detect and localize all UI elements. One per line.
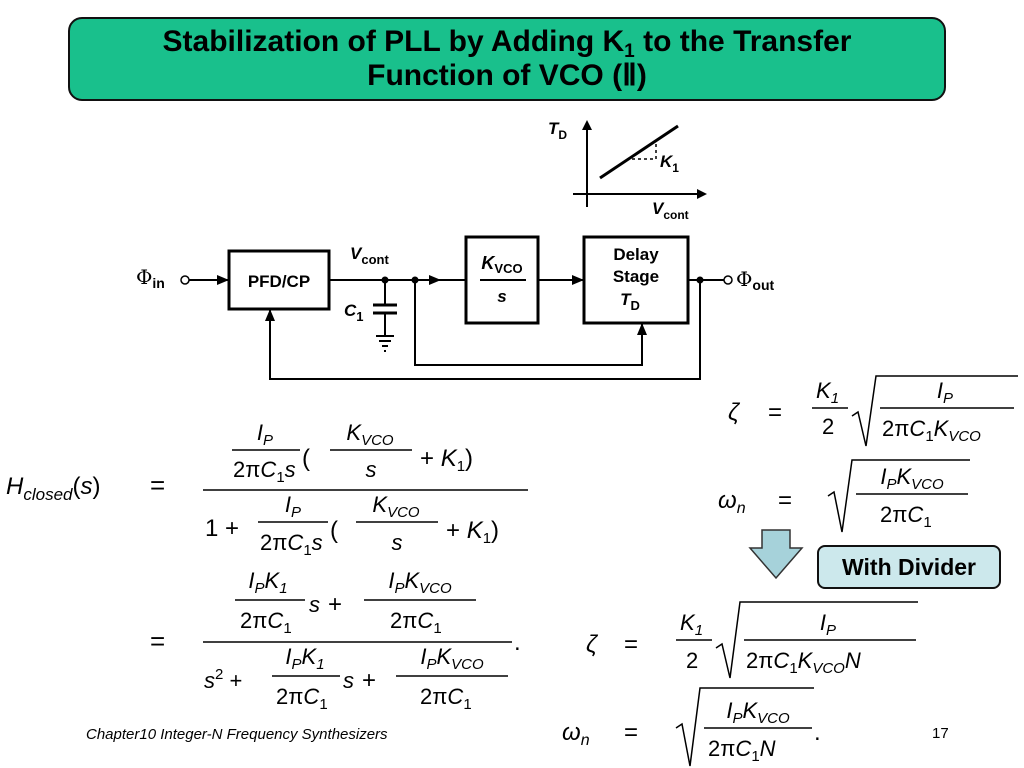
graph-slope-triangle xyxy=(632,141,657,160)
svg-text:IPKVCO: IPKVCO xyxy=(726,698,790,727)
svg-text:2πC1: 2πC1 xyxy=(276,684,328,713)
td-vs-vcont-graph: TD K1 Vcont xyxy=(548,119,707,222)
svg-text:s: s xyxy=(366,457,377,482)
graph-y-label: TD xyxy=(548,119,567,142)
svg-text:IPKVCO: IPKVCO xyxy=(388,568,452,597)
closed-loop-transfer-function: Hclosed(s) = IP 2πC1s ( KVCO s + K1) 1 +… xyxy=(6,420,528,713)
vcont-to-delay-path xyxy=(414,280,647,366)
output-phase-label: Φout xyxy=(736,267,775,293)
svg-text:IPKVCO: IPKVCO xyxy=(880,464,944,493)
svg-text:ζ: ζ xyxy=(728,399,741,426)
svg-text:=: = xyxy=(768,399,782,426)
delay-stage-line2: Stage xyxy=(613,267,659,286)
graph-slope-label: K1 xyxy=(660,152,679,175)
damping-natural-freq-equations: ζ = K1 2 IP 2πC1KVCO ωn = IPKVCO 2πC1 xyxy=(718,375,1018,533)
svg-text:K1: K1 xyxy=(680,610,703,639)
vco-denominator: s xyxy=(497,287,506,306)
svg-text:IP: IP xyxy=(937,378,953,407)
svg-text:2πC1: 2πC1 xyxy=(390,608,442,637)
svg-text:=: = xyxy=(778,487,792,514)
output-node xyxy=(723,275,733,285)
pfd-cp-label: PFD/CP xyxy=(248,272,310,291)
svg-text:2: 2 xyxy=(822,414,834,439)
svg-text:2πC1N: 2πC1N xyxy=(708,736,776,765)
svg-text:(: ( xyxy=(302,445,310,472)
input-phase-label: Φin xyxy=(136,265,165,291)
capacitor-label: C1 xyxy=(344,301,364,324)
svg-text:ωn: ωn xyxy=(718,487,746,517)
title-banner: Stabilization of PLL by Adding K1 to the… xyxy=(68,17,946,101)
feedback-path xyxy=(265,280,701,380)
svg-text:IP: IP xyxy=(820,610,836,639)
svg-text:2πC1KVCO: 2πC1KVCO xyxy=(882,416,981,445)
svg-text:2πC1: 2πC1 xyxy=(880,502,932,531)
with-divider-badge: With Divider xyxy=(817,545,1001,589)
svg-text:Hclosed(s): Hclosed(s) xyxy=(6,473,100,504)
svg-text:=: = xyxy=(624,631,638,658)
svg-text:2πC1KVCON: 2πC1KVCON xyxy=(746,648,861,677)
title-line-2: Function of VCO (Ⅱ) xyxy=(367,59,647,92)
svg-text:s: s xyxy=(343,668,354,693)
svg-text:IPK1: IPK1 xyxy=(285,644,324,673)
title-line-1: Stabilization of PLL by Adding K1 to the… xyxy=(162,25,852,62)
svg-text:ωn: ωn xyxy=(562,719,590,749)
delay-stage-line3: TD xyxy=(620,290,640,313)
svg-text:2πC1: 2πC1 xyxy=(240,608,292,637)
pll-block-diagram: Φin PFD/CP Vcont C1 KVCO s Delay Stage T… xyxy=(136,235,775,380)
svg-text:+: + xyxy=(362,667,376,694)
page-number: 17 xyxy=(932,725,949,742)
svg-text:IPK1: IPK1 xyxy=(248,568,287,597)
svg-text:=: = xyxy=(150,470,165,500)
svg-text:2: 2 xyxy=(686,648,698,673)
svg-text:s: s xyxy=(309,592,320,617)
svg-text:(: ( xyxy=(330,517,338,544)
svg-text:IP: IP xyxy=(285,492,301,521)
delay-stage-line1: Delay xyxy=(613,245,659,264)
vco-numerator: KVCO xyxy=(481,253,522,276)
input-node xyxy=(180,275,190,285)
svg-text:KVCO: KVCO xyxy=(372,492,420,521)
chapter-footer: Chapter10 Integer-N Frequency Synthesize… xyxy=(86,726,388,743)
svg-text:K1: K1 xyxy=(816,378,839,407)
svg-text:+ K1): + K1) xyxy=(446,517,499,547)
svg-text:2πC1: 2πC1 xyxy=(420,684,472,713)
svg-text:2πC1s: 2πC1s xyxy=(233,457,296,486)
vcont-label: Vcont xyxy=(350,244,389,267)
svg-text:+: + xyxy=(328,591,342,618)
svg-text:+ K1): + K1) xyxy=(420,445,473,475)
graph-x-label: Vcont xyxy=(652,199,689,222)
svg-text:=: = xyxy=(150,626,165,656)
down-arrow-icon xyxy=(748,529,804,580)
svg-text:KVCO: KVCO xyxy=(346,420,394,449)
svg-text:IPKVCO: IPKVCO xyxy=(420,644,484,673)
with-divider-equations: ζ = K1 2 IP 2πC1KVCON ωn = IPKVCO 2πC1N … xyxy=(562,601,918,767)
svg-text:s: s xyxy=(392,530,403,555)
pfd-cp-block xyxy=(227,249,331,311)
svg-text:ζ: ζ xyxy=(586,631,599,658)
svg-text:s2 +: s2 + xyxy=(204,666,242,693)
svg-text:2πC1s: 2πC1s xyxy=(260,530,323,559)
svg-text:.: . xyxy=(514,629,521,656)
svg-text:1 +: 1 + xyxy=(205,515,239,542)
svg-text:IP: IP xyxy=(257,420,273,449)
svg-text:.: . xyxy=(814,719,821,746)
svg-text:=: = xyxy=(624,719,638,746)
graph-characteristic-line xyxy=(599,124,679,180)
